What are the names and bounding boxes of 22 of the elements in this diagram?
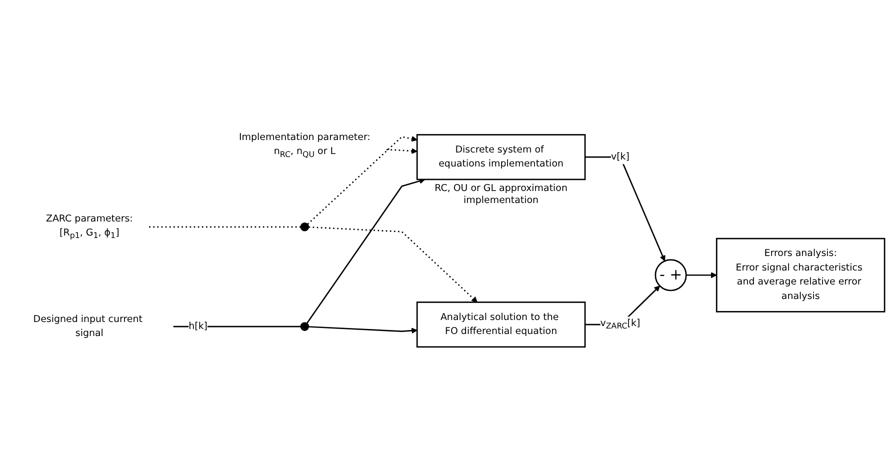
- node-box: Discrete system of equations implementation: [416, 134, 586, 180]
- arrow: [386, 148, 418, 154]
- node-text: ZARC parameters: [R$_{p1}$, G$_{1}$, ϕ$_{1}$]: [46, 214, 133, 241]
- arrow: [686, 272, 717, 278]
- arrow: [307, 136, 418, 225]
- arrow: [306, 178, 426, 324]
- node-circle: [300, 222, 310, 232]
- edge-label: v$_{ZARC}$[k]: [600, 318, 640, 332]
- node-box: Analytical solution to the FO differential equation: [416, 302, 586, 348]
- arrow: [585, 156, 666, 262]
- arrow: [308, 226, 478, 303]
- node-circle: [300, 322, 310, 332]
- connector: [173, 326, 301, 328]
- node-text: Implementation parameter: n$_{RC}$, n$_{QU}$ or L: [238, 132, 370, 160]
- connector: [149, 226, 301, 228]
- node-caption: RC, OU or GL approximation implementation: [434, 182, 568, 206]
- node-text: Designed input current signal: [33, 314, 142, 340]
- edge-label: h[k]: [188, 321, 208, 332]
- arrow: [308, 326, 418, 334]
- node-box: Errors analysis: Error signal characteristics and average relative error analysis: [716, 238, 886, 313]
- edge-label: v[k]: [610, 152, 630, 163]
- node-circle: - +: [654, 259, 687, 292]
